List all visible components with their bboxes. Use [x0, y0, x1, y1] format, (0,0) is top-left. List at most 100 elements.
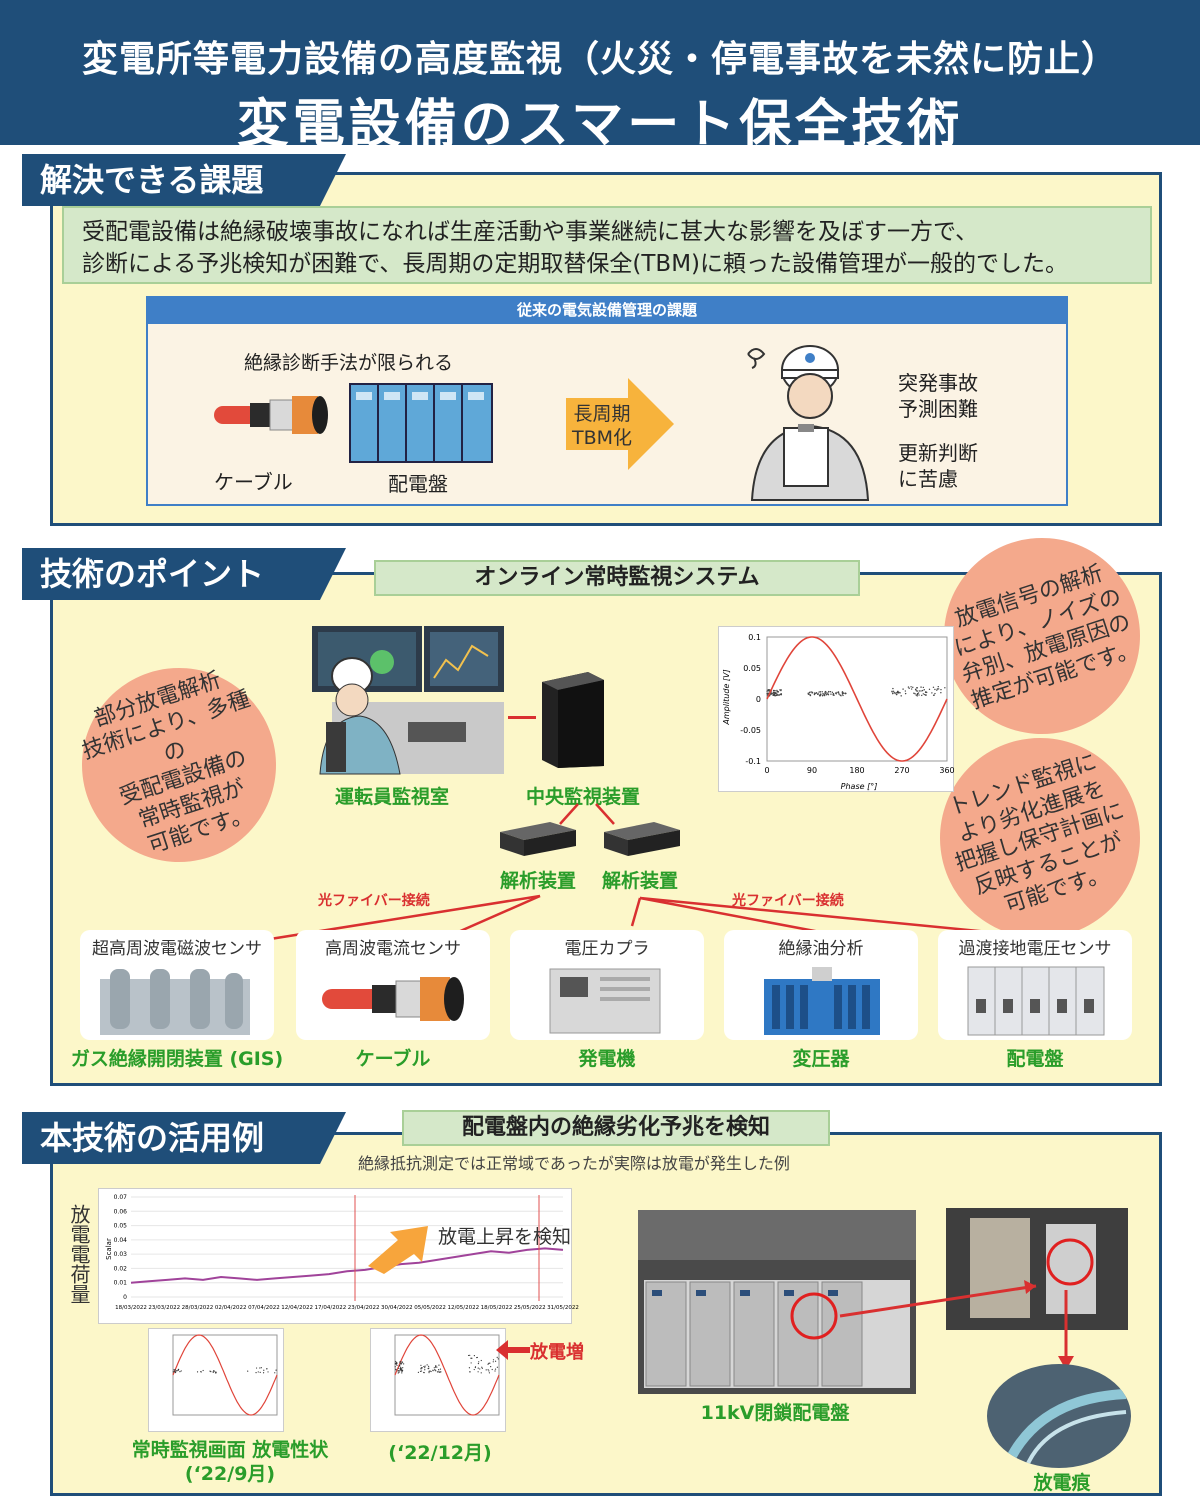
mini-pd-point	[173, 1369, 175, 1371]
mini-pd-chart-dec	[394, 1334, 500, 1416]
red-connector-arrows	[839, 1280, 1074, 1370]
pd-point	[925, 691, 927, 693]
mini-pd-point	[401, 1362, 403, 1364]
mini-pd-point	[401, 1369, 403, 1372]
mini-pd-point	[438, 1364, 440, 1366]
pd-point	[775, 692, 777, 694]
mini-pd-point	[419, 1370, 422, 1372]
mini-pd-point	[174, 1371, 176, 1373]
analyzer-2-illustration	[604, 822, 680, 856]
mini-pd-point	[260, 1367, 262, 1369]
equipment-label: 発電機	[578, 1048, 636, 1070]
mini-pd-point	[434, 1369, 436, 1371]
mini-pd-point	[435, 1370, 437, 1372]
mini-pd-point	[399, 1361, 401, 1363]
sensor-card: 高周波電流センサ	[296, 930, 490, 1040]
system-title-band: オンライン常時監視システム	[374, 560, 860, 596]
trend-xtick: 12/04/2022	[281, 1305, 313, 1311]
pd-chart-ytick: 0.05	[743, 664, 761, 673]
pd-point	[891, 691, 893, 693]
pd-point	[767, 692, 769, 695]
pd-point	[775, 694, 778, 697]
issue2-line1: 更新判断	[898, 441, 978, 465]
pd-point	[936, 689, 938, 691]
mini-pd-point	[174, 1369, 176, 1371]
mini-pd-point	[429, 1370, 431, 1372]
pd-chart-xtick: 0	[764, 766, 769, 775]
mini-pd-point	[399, 1367, 402, 1369]
sensor-title: 絶縁油分析	[778, 939, 864, 959]
sensor-card: 超高周波電磁波センサ	[80, 930, 274, 1040]
mini-pd-point	[473, 1355, 475, 1357]
sensor-card: 絶縁油分析	[724, 930, 918, 1040]
pd-point	[817, 693, 819, 696]
mini-pd-point	[488, 1372, 491, 1374]
mini-pd-point	[438, 1370, 440, 1372]
analyzer-1-illustration	[500, 822, 576, 856]
pd-chart-ytick: -0.05	[740, 726, 761, 735]
pd-point	[778, 694, 780, 696]
pd-point	[811, 692, 813, 694]
analyzer-2-label: 解析装置	[601, 870, 678, 892]
increase-label: 放電増	[530, 1342, 584, 1363]
mini-pd-point	[487, 1369, 489, 1371]
increase-arrow-icon	[496, 1340, 530, 1360]
pd-point	[902, 688, 904, 690]
issue-description-band: 受配電設備は絶縁破壊事故になれば生産活動や事業継続に甚大な影響を及ぼす一方で、 …	[62, 206, 1152, 284]
pd-point	[833, 694, 835, 696]
trend-ytick: 0.03	[114, 1251, 128, 1258]
pd-point	[922, 693, 925, 695]
pd-point	[936, 688, 939, 690]
mini-pd-point	[266, 1368, 268, 1370]
mini-pd-point	[467, 1354, 470, 1357]
equipment-label: ケーブル	[355, 1048, 431, 1070]
pd-point	[824, 690, 827, 693]
pd-point	[910, 688, 913, 690]
trend-xtick: 17/04/2022	[315, 1305, 347, 1311]
mini-pd-point	[479, 1368, 481, 1370]
trend-xtick: 30/04/2022	[381, 1305, 413, 1311]
pd-point	[773, 692, 775, 695]
mini-pd-point	[494, 1368, 497, 1370]
pd-point	[776, 689, 778, 692]
mini-pd-point	[489, 1362, 491, 1364]
mini-pd-point	[262, 1372, 265, 1374]
pd-point	[842, 694, 844, 697]
mini-pd-point	[420, 1370, 423, 1372]
pd-chart-xtick: 270	[894, 766, 909, 775]
pd-point	[844, 692, 847, 694]
mini-pd-point	[267, 1371, 269, 1373]
trend-xtick: 31/05/2022	[547, 1305, 579, 1311]
sensor-title: 過渡接地電圧センサ	[958, 939, 1112, 959]
mini-pd-point	[394, 1366, 396, 1368]
mini-pd-point	[481, 1366, 483, 1368]
pd-screen-sep	[148, 1328, 284, 1432]
mini-pd-point	[478, 1361, 480, 1363]
mini-pd-point	[480, 1372, 482, 1374]
pd-point	[920, 686, 922, 688]
mini-pd-point	[428, 1367, 430, 1369]
mini-pd-point	[172, 1371, 174, 1373]
pd-point	[896, 690, 899, 693]
mini-pd-point	[480, 1359, 482, 1362]
mini-pd-point	[469, 1354, 471, 1356]
equipment-label: ガス絶縁開閉装置 (GIS)	[70, 1048, 284, 1070]
mini-pd-point	[400, 1369, 403, 1371]
mini-pd-point	[420, 1367, 423, 1369]
pd-point	[818, 691, 820, 693]
mini-pd-point	[400, 1370, 402, 1372]
arrow-right-icon	[566, 378, 674, 470]
worried-worker-illustration	[747, 345, 870, 501]
conventional-panel-title: 従来の電気設備管理の課題	[146, 296, 1068, 324]
pd-point	[828, 690, 830, 693]
pd-point	[940, 691, 942, 694]
mini-pd-point	[430, 1370, 432, 1373]
mini-pd-point	[426, 1364, 428, 1366]
generator-illustration	[549, 968, 661, 1034]
mini-pd-point	[395, 1362, 397, 1364]
mini-pd-point	[399, 1365, 401, 1367]
pd-point	[766, 690, 768, 692]
mini-pd-point	[417, 1371, 419, 1373]
pd-chart-ytick: 0	[756, 695, 761, 704]
